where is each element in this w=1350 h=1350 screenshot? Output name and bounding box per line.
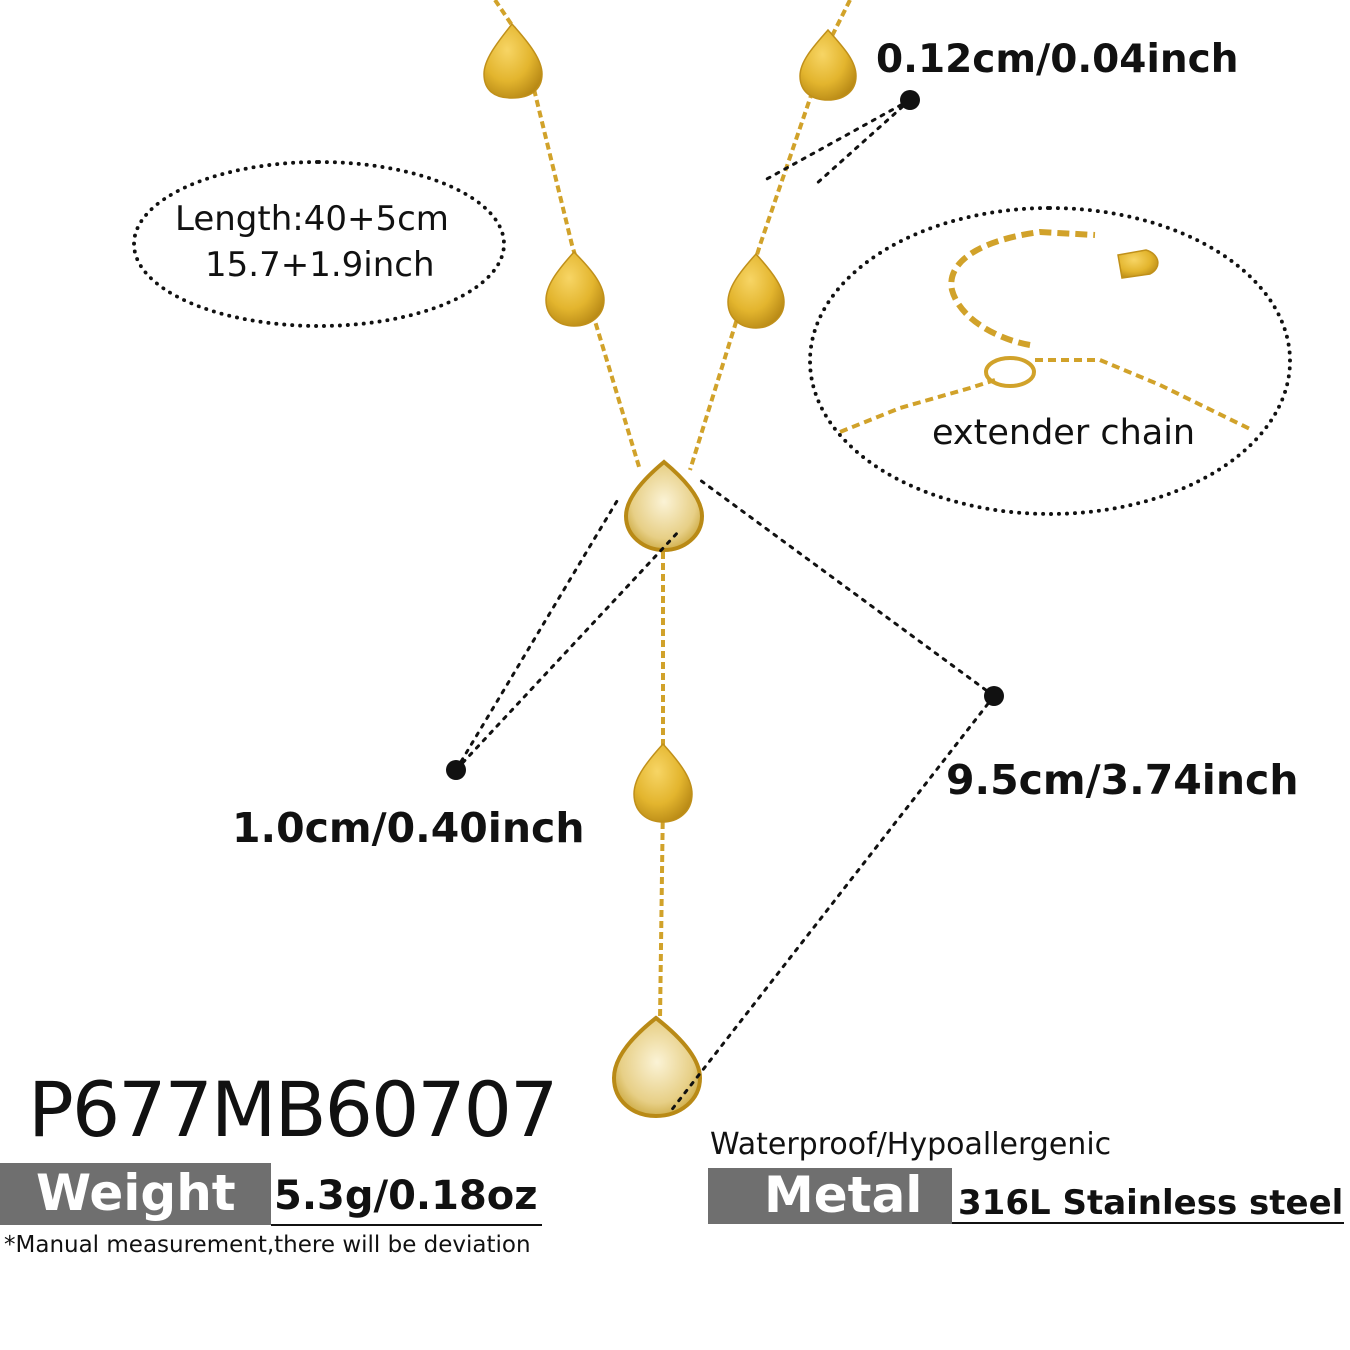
weight-underline	[271, 1224, 542, 1226]
length-cm: Length:40+5cm	[175, 199, 449, 239]
chain-width-label: 0.12cm/0.04inch	[876, 37, 1239, 82]
product-sku: P677MB60707	[28, 1065, 558, 1154]
weight-value: 5.3g/0.18oz	[274, 1173, 538, 1219]
pendant-width-label: 1.0cm/0.40inch	[232, 804, 585, 852]
weight-label-bg	[0, 1163, 271, 1225]
pave-pendant	[611, 459, 705, 1119]
measurement-note: *Manual measurement,there will be deviat…	[4, 1232, 531, 1258]
extender-label: extender chain	[932, 413, 1196, 453]
metal-label: Metal	[764, 1166, 923, 1224]
length-callout-ring	[132, 160, 506, 328]
metal-value: 316L Stainless steel	[958, 1183, 1344, 1223]
drop-length-label: 9.5cm/3.74inch	[946, 756, 1299, 804]
measure-dots	[446, 90, 1004, 780]
metal-label-bg	[708, 1168, 952, 1224]
extender-callout-ring	[808, 206, 1292, 516]
length-inch: 15.7+1.9inch	[205, 245, 435, 285]
features-text: Waterproof/Hypoallergenic	[710, 1127, 1112, 1162]
teardrop-charm	[483, 22, 857, 823]
metal-underline	[952, 1222, 1344, 1224]
weight-label: Weight	[36, 1164, 236, 1222]
chain	[493, 0, 852, 1021]
measure-lines	[454, 98, 996, 1114]
